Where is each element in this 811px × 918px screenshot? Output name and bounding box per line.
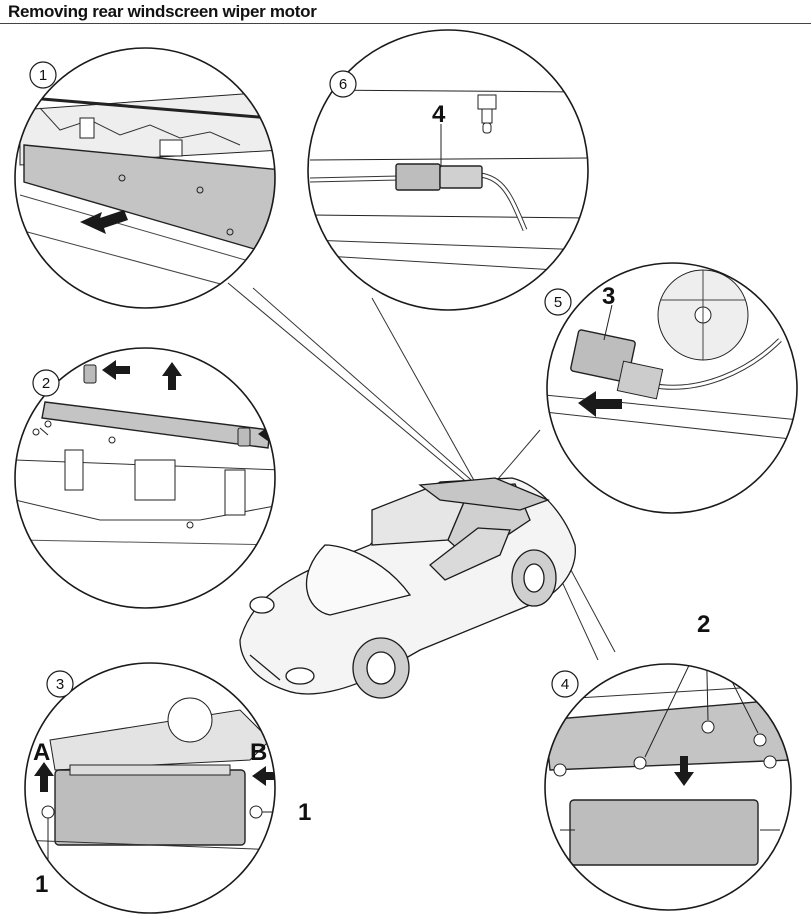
part-1-right-label: 1	[298, 799, 311, 826]
leader-line-1b	[252, 287, 479, 487]
clip-right	[237, 427, 251, 447]
bolt-center	[701, 720, 715, 734]
leader-line-1	[227, 282, 471, 486]
detail-1: 1	[14, 47, 276, 309]
step-2-number: 2	[42, 375, 50, 392]
detail-4-border	[544, 663, 792, 911]
step-1-number: 1	[39, 67, 47, 84]
wiper-motor-cover	[54, 769, 246, 846]
title-divider	[0, 23, 811, 24]
rear-screen	[418, 477, 550, 511]
connector-4-a	[395, 163, 441, 191]
page-title: Removing rear windscreen wiper motor	[8, 2, 317, 21]
nut-right	[249, 805, 263, 819]
arrow-a	[34, 762, 54, 792]
wiper-motor-cover-lowered	[569, 799, 759, 866]
headlight-left	[249, 596, 275, 614]
step-5-number: 5	[554, 294, 562, 311]
car-illustration	[239, 477, 576, 699]
arrow-clip-left	[102, 360, 130, 380]
label-a: A	[33, 739, 50, 766]
part-4-label: 4	[432, 101, 446, 128]
arrow-lift	[162, 362, 182, 390]
part-3-label: 3	[602, 283, 615, 310]
trim-panel	[23, 144, 275, 256]
detail-6: 6 4	[307, 29, 589, 311]
step-5-badge	[544, 288, 572, 316]
detail-5: 5 3	[544, 262, 798, 514]
bolt-right	[753, 733, 767, 747]
bonnet	[305, 544, 412, 616]
detail-5-border	[546, 262, 798, 514]
part-2-label: 2	[697, 611, 710, 638]
detail-3: 3 A B 1 1	[24, 662, 311, 914]
detail-6-border	[307, 29, 589, 311]
leader-line-6	[371, 297, 477, 485]
clip-left	[83, 364, 97, 384]
side-window	[429, 527, 511, 581]
detail-2-border	[14, 347, 276, 609]
connector-4-b	[439, 165, 483, 189]
label-b: B	[250, 739, 267, 766]
detail-2: 2	[14, 347, 276, 609]
connector-3	[570, 329, 636, 383]
step-4-badge	[551, 670, 579, 698]
step-4-number: 4	[561, 676, 569, 693]
arrow-down	[674, 756, 694, 786]
pull-arrow	[80, 210, 128, 234]
detail-4: 4 2	[544, 611, 792, 911]
part-1-left-label: 1	[35, 871, 48, 898]
detail-1-border	[14, 47, 276, 309]
arrow-b	[252, 766, 275, 786]
step-6-badge	[329, 70, 357, 98]
step-6-number: 6	[339, 76, 347, 93]
step-1-badge	[29, 61, 57, 89]
step-3-number: 3	[56, 676, 64, 693]
step-3-badge	[46, 670, 74, 698]
leader-line-5	[491, 429, 541, 487]
headlight-right	[285, 667, 315, 685]
detail-3-border	[24, 662, 276, 914]
arrow-unplug	[578, 391, 622, 417]
step-2-badge	[32, 369, 60, 397]
nut-left	[41, 805, 55, 819]
bolt-left	[633, 756, 647, 770]
trim-strip	[41, 401, 271, 449]
